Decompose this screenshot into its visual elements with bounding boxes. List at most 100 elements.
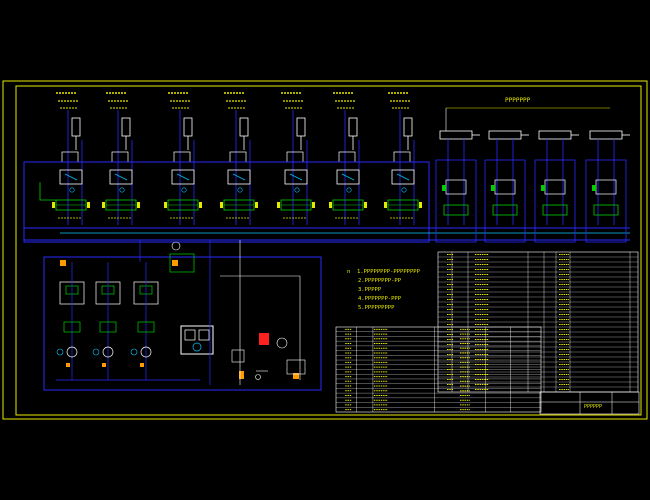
valve-block	[111, 151, 129, 163]
cylinder	[71, 117, 81, 137]
column-indicator	[541, 185, 545, 191]
column-solenoid	[443, 204, 469, 216]
cooler	[276, 337, 288, 349]
motor-symbol	[130, 348, 138, 356]
column-solenoid	[593, 204, 619, 216]
column-indicator	[491, 185, 495, 191]
check-valve	[119, 187, 125, 193]
upper-circuit-boundary	[23, 161, 430, 243]
note-line: 2.PPPPPPPP-PP	[358, 278, 402, 284]
column-solenoid	[542, 204, 568, 216]
pump-marker	[140, 363, 144, 367]
horizontal-cylinder	[439, 130, 473, 140]
solenoid-coil-right	[199, 202, 202, 208]
column-boundary	[585, 159, 627, 243]
relief-valve	[99, 321, 117, 333]
column-indicator	[442, 185, 446, 191]
check-valve	[69, 187, 75, 193]
solenoid-coil-left	[384, 202, 387, 208]
lower-symbols	[139, 240, 306, 385]
accumulator	[171, 241, 181, 251]
note-line: 4.PPPPPPP-PPP	[358, 296, 402, 302]
title-block	[539, 391, 640, 415]
relief-valve	[137, 321, 155, 333]
cylinder	[121, 117, 131, 137]
valve-block	[338, 151, 356, 163]
solenoid-coil-left	[52, 202, 55, 208]
directional-valve	[59, 169, 83, 185]
valve-arrow	[64, 173, 78, 181]
solenoid-coil-left	[277, 202, 280, 208]
cylinder	[348, 117, 358, 137]
note-line: 5.PPPPPPPPP	[358, 305, 395, 311]
check-valve	[237, 187, 243, 193]
green-branch	[39, 182, 56, 201]
valve-block	[61, 151, 79, 163]
directional-valve	[336, 169, 360, 185]
tank-box	[231, 349, 245, 363]
horizontal-cylinder	[538, 130, 572, 140]
cylinder	[403, 117, 413, 137]
directional-valve	[391, 169, 415, 185]
valve-arrow	[114, 173, 128, 181]
solenoid-coil-right	[364, 202, 367, 208]
solenoid-coil-left	[102, 202, 105, 208]
check-valve	[181, 187, 187, 193]
valve-block	[229, 151, 247, 163]
right-cylinder-group	[435, 108, 630, 243]
red-alarm-block	[259, 333, 269, 345]
valve-block	[393, 151, 411, 163]
column-solenoid	[492, 204, 518, 216]
valve-arrow	[176, 173, 190, 181]
power-unit-boundary	[43, 256, 322, 391]
note-line: 3.PPPPP	[358, 287, 382, 293]
column-boundary	[435, 159, 477, 243]
motor-symbol	[92, 348, 100, 356]
valve-arrow	[232, 173, 246, 181]
cylinder	[239, 117, 249, 137]
valve-block	[286, 151, 304, 163]
check-valve	[346, 187, 352, 193]
column-valve	[544, 179, 566, 195]
column-valve	[595, 179, 617, 195]
solenoid-coil-left	[220, 202, 223, 208]
parts-list-right	[437, 251, 639, 393]
directional-valve	[284, 169, 308, 185]
column-indicator	[592, 185, 596, 191]
inner-border	[15, 85, 642, 416]
outer-border	[2, 80, 648, 420]
actuator-stations	[39, 92, 422, 225]
directional-valve	[227, 169, 251, 185]
note-line: 1.PPPPPPPP-PPPPPPPP	[357, 269, 421, 275]
manifold-inner-left	[184, 329, 196, 341]
solenoid-coil-right	[419, 202, 422, 208]
parts-list-left	[335, 326, 542, 413]
solenoid-coil-right	[137, 202, 140, 208]
orange-marker-3	[293, 373, 299, 379]
column-valve	[494, 179, 516, 195]
pump-marker	[102, 363, 106, 367]
solenoid-coil-right	[87, 202, 90, 208]
orange-marker-2	[239, 371, 244, 379]
technical-notes: 1.PPPPPPPP-PPPPPPPP 2.PPPPPPPP-PP 3.PPPPP 4…	[357, 269, 421, 311]
solenoid-coil-right	[312, 202, 315, 208]
notes-index: n	[347, 269, 350, 275]
solenoid-coil-left	[164, 202, 167, 208]
horizontal-cylinder	[589, 130, 623, 140]
horizontal-cylinder	[488, 130, 522, 140]
gauge-symbol	[192, 342, 202, 352]
valve-block	[173, 151, 191, 163]
valve-arrow	[289, 173, 303, 181]
orange-marker-4	[172, 260, 178, 266]
pump-symbol	[102, 346, 114, 358]
accumulator-block	[169, 253, 195, 273]
cylinder	[296, 117, 306, 137]
solenoid-coil-right	[255, 202, 258, 208]
drain-tank	[286, 359, 306, 375]
valve-arrow	[341, 173, 355, 181]
relief-valve	[63, 321, 81, 333]
cylinder	[183, 117, 193, 137]
title-block-text: PPPPPP	[584, 404, 602, 410]
manifold-block	[180, 325, 214, 355]
